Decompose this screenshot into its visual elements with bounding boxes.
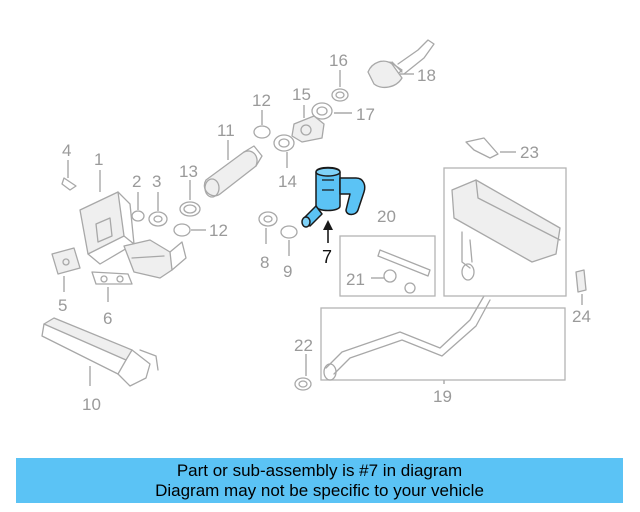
part-5-bracket bbox=[51, 247, 81, 292]
callout-12-lower: 12 bbox=[209, 221, 228, 240]
part-14-clamp bbox=[273, 134, 295, 168]
part-22-gasket bbox=[294, 354, 312, 391]
callout-10: 10 bbox=[82, 395, 101, 414]
callout-8: 8 bbox=[260, 253, 269, 272]
callout-3: 3 bbox=[152, 172, 161, 191]
part-4-bracket bbox=[61, 160, 77, 191]
part-9-gasket bbox=[280, 225, 298, 256]
banner-line-2: Diagram may not be specific to your vehi… bbox=[155, 480, 484, 500]
callout-12-upper: 12 bbox=[252, 91, 271, 110]
part-7-highlighted[interactable] bbox=[301, 166, 366, 244]
callout-17: 17 bbox=[356, 105, 375, 124]
part-18-front-pipe bbox=[367, 39, 435, 89]
part-20-box bbox=[339, 235, 436, 297]
part-23-bracket bbox=[465, 137, 516, 159]
banner-line-1: Part or sub-assembly is #7 in diagram bbox=[176, 460, 463, 480]
part-1-dpf-assembly bbox=[79, 170, 187, 279]
part-2-washer bbox=[131, 192, 145, 222]
part-3-flange bbox=[148, 192, 168, 227]
callout-5: 5 bbox=[58, 296, 67, 315]
callout-18: 18 bbox=[417, 66, 436, 85]
callout-23: 23 bbox=[520, 143, 539, 162]
callout-13: 13 bbox=[179, 162, 198, 181]
part-15-connector bbox=[291, 105, 325, 143]
part-17-flange bbox=[311, 102, 352, 120]
part-6-gasket bbox=[91, 271, 133, 302]
callout-20: 20 bbox=[377, 207, 396, 226]
callout-2: 2 bbox=[132, 172, 141, 191]
part-11-pipe bbox=[203, 140, 263, 198]
callout-11: 11 bbox=[217, 121, 235, 140]
callout-22: 22 bbox=[294, 336, 313, 355]
part-rear-muffler bbox=[443, 167, 567, 297]
callout-14: 14 bbox=[278, 172, 297, 191]
callout-19: 19 bbox=[433, 387, 452, 406]
part-19-box bbox=[320, 295, 566, 384]
callout-15: 15 bbox=[292, 85, 311, 104]
callout-4: 4 bbox=[62, 141, 71, 160]
info-banner: Part or sub-assembly is #7 in diagram Di… bbox=[16, 458, 623, 503]
callout-6: 6 bbox=[103, 309, 112, 328]
part-12-gasket-lower bbox=[173, 223, 206, 237]
callout-16: 16 bbox=[329, 51, 348, 70]
part-12-gasket-upper bbox=[253, 110, 271, 139]
callout-24: 24 bbox=[572, 307, 591, 326]
part-16-gasket bbox=[331, 70, 349, 102]
callout-21: 21 bbox=[346, 270, 365, 289]
part-13-clamp bbox=[179, 180, 201, 217]
part-8-gasket bbox=[258, 211, 278, 244]
part-10-cooler bbox=[41, 317, 159, 387]
callout-9: 9 bbox=[283, 262, 292, 281]
part-24-hanger bbox=[575, 269, 587, 305]
callout-1: 1 bbox=[94, 150, 103, 169]
callout-7[interactable]: 7 bbox=[322, 247, 332, 267]
